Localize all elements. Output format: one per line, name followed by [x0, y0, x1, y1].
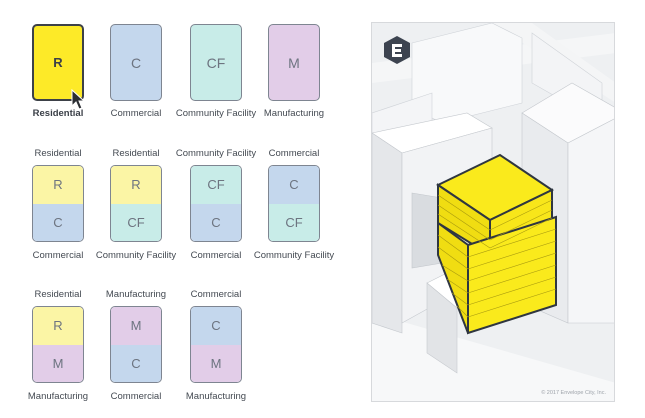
tile-community-facility[interactable]: CF	[190, 24, 242, 101]
tile-label-commercial: Commercial	[110, 108, 162, 119]
tile-bottom-label: Community Facility	[253, 250, 335, 261]
tile-residential-manufacturing[interactable]: R M	[32, 306, 84, 383]
tile-top-code: R	[33, 307, 83, 345]
tile-bottom-code: M	[33, 344, 83, 382]
tile-bottom-label: Commercial	[110, 391, 162, 402]
tile-label-manufacturing: Manufacturing	[263, 108, 325, 119]
tile-commercial-community-facility[interactable]: C CF	[268, 165, 320, 242]
tile-top-label: Community Facility	[175, 148, 257, 159]
tile-label-residential: Residential	[32, 108, 84, 119]
tile-bottom-label: Community Facility	[95, 250, 177, 261]
tile-manufacturing[interactable]: M	[268, 24, 320, 101]
tile-bottom-label: Manufacturing	[27, 391, 89, 402]
tile-manufacturing-commercial[interactable]: M C	[110, 306, 162, 383]
tile-residential-commercial[interactable]: R C	[32, 165, 84, 242]
mouse-cursor-icon	[71, 89, 86, 110]
tile-commercial-manufacturing[interactable]: C M	[190, 306, 242, 383]
tile-bottom-code: M	[191, 344, 241, 382]
tile-top-code: CF	[191, 166, 241, 204]
tile-residential[interactable]: R	[32, 24, 84, 101]
tile-bottom-label: Commercial	[190, 250, 242, 261]
tile-bottom-code: C	[33, 203, 83, 241]
tile-commercial[interactable]: C	[110, 24, 162, 101]
envelope-logo-icon	[384, 36, 410, 64]
building-3d-view[interactable]: © 2017 Envelope City, Inc.	[371, 22, 615, 402]
tile-residential-community-facility[interactable]: R CF	[110, 165, 162, 242]
tile-bottom-code: CF	[269, 203, 319, 241]
tile-bottom-code: CF	[111, 203, 161, 241]
tile-top-code: C	[191, 307, 241, 345]
tile-top-code: R	[111, 166, 161, 204]
tile-top-label: Residential	[34, 148, 82, 159]
tile-top-label: Residential	[112, 148, 160, 159]
tile-bottom-code: C	[191, 203, 241, 241]
tile-top-code: R	[33, 166, 83, 204]
tile-code: CF	[206, 54, 226, 71]
tile-top-label: Manufacturing	[105, 289, 167, 300]
tile-code: C	[130, 54, 142, 71]
tile-bottom-label: Commercial	[32, 250, 84, 261]
tile-top-label: Residential	[34, 289, 82, 300]
tile-code: R	[53, 55, 63, 70]
tile-bottom-code: C	[111, 344, 161, 382]
tile-code: M	[288, 54, 300, 71]
tile-community-facility-commercial[interactable]: CF C	[190, 165, 242, 242]
map-copyright: © 2017 Envelope City, Inc.	[541, 390, 606, 396]
tile-bottom-label: Manufacturing	[185, 391, 247, 402]
tile-top-code: C	[269, 166, 319, 204]
tile-top-label: Commercial	[268, 148, 320, 159]
city-massing-illustration	[372, 23, 614, 401]
tile-label-community-facility: Community Facility	[175, 108, 257, 119]
tile-top-label: Commercial	[190, 289, 242, 300]
tile-top-code: M	[111, 307, 161, 345]
